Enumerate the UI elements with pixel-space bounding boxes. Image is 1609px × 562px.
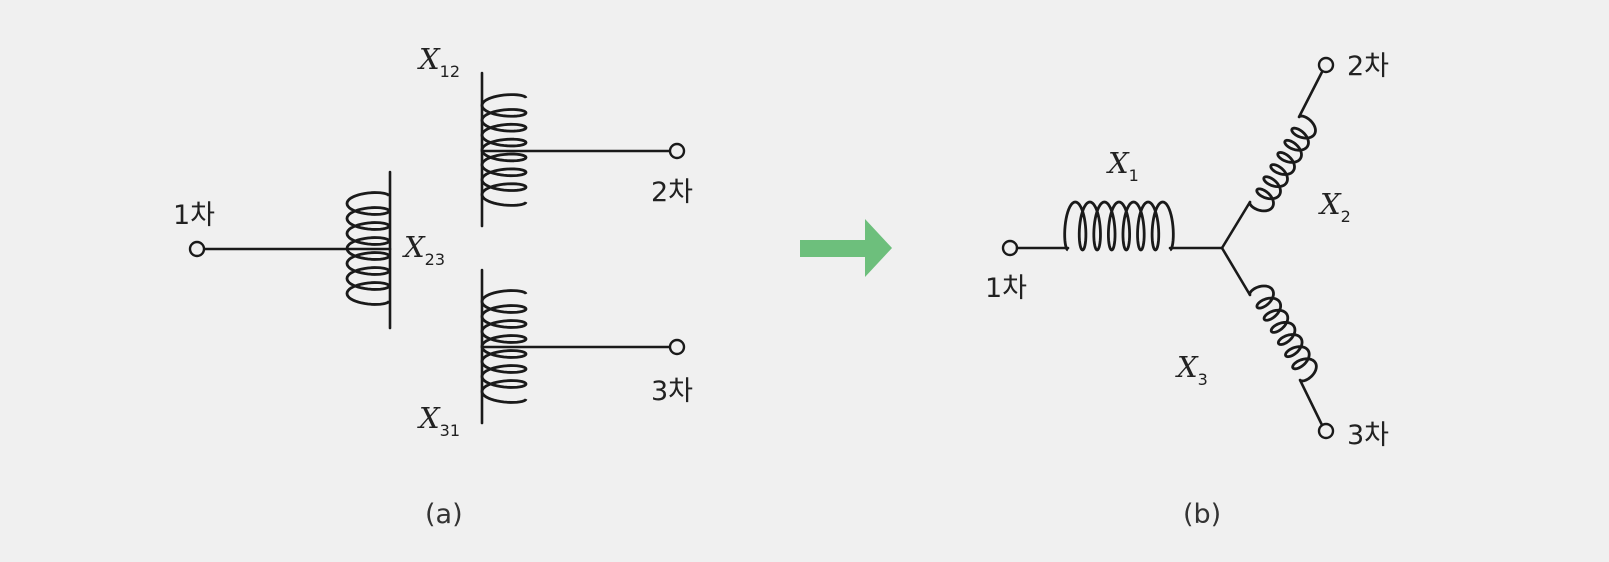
tertiary-terminal xyxy=(668,338,686,356)
x23-label: X23 xyxy=(402,230,445,269)
secondary-label: 2차 xyxy=(651,177,693,208)
secondary-terminal-b xyxy=(1317,56,1335,74)
x3-terminal-wire xyxy=(1298,378,1324,427)
panel-a: 1차 X23 2차 X12 3차 X31 (a) xyxy=(173,42,693,530)
tertiary-label-b: 3차 xyxy=(1347,420,1389,451)
primary-label: 1차 xyxy=(173,200,215,231)
x31-label: X31 xyxy=(417,401,460,440)
panel-b-caption: (b) xyxy=(1183,499,1221,530)
panel-b: 1차 X1 2차 X2 3차 X3 (b) xyxy=(985,51,1389,530)
primary-terminal xyxy=(188,240,206,258)
x1-coil xyxy=(1063,200,1175,252)
x2-coil xyxy=(1248,114,1317,213)
x2-label: X2 xyxy=(1318,187,1351,226)
x12-label: X12 xyxy=(417,42,460,81)
tertiary-label: 3차 xyxy=(651,376,693,407)
secondary-label-b: 2차 xyxy=(1347,51,1389,82)
panel-a-caption: (a) xyxy=(425,499,463,530)
primary-terminal-b xyxy=(1001,239,1019,257)
x2-terminal-wire xyxy=(1297,70,1324,119)
x1-label: X1 xyxy=(1106,146,1139,185)
x3-junction-wire xyxy=(1220,246,1252,297)
primary-label-b: 1차 xyxy=(985,273,1027,304)
x2-junction-wire xyxy=(1220,200,1252,250)
x3-label: X3 xyxy=(1175,350,1208,389)
secondary-terminal xyxy=(668,142,686,160)
right-arrow-icon xyxy=(800,219,892,277)
x3-coil xyxy=(1248,284,1318,383)
tertiary-terminal-b xyxy=(1317,422,1335,440)
